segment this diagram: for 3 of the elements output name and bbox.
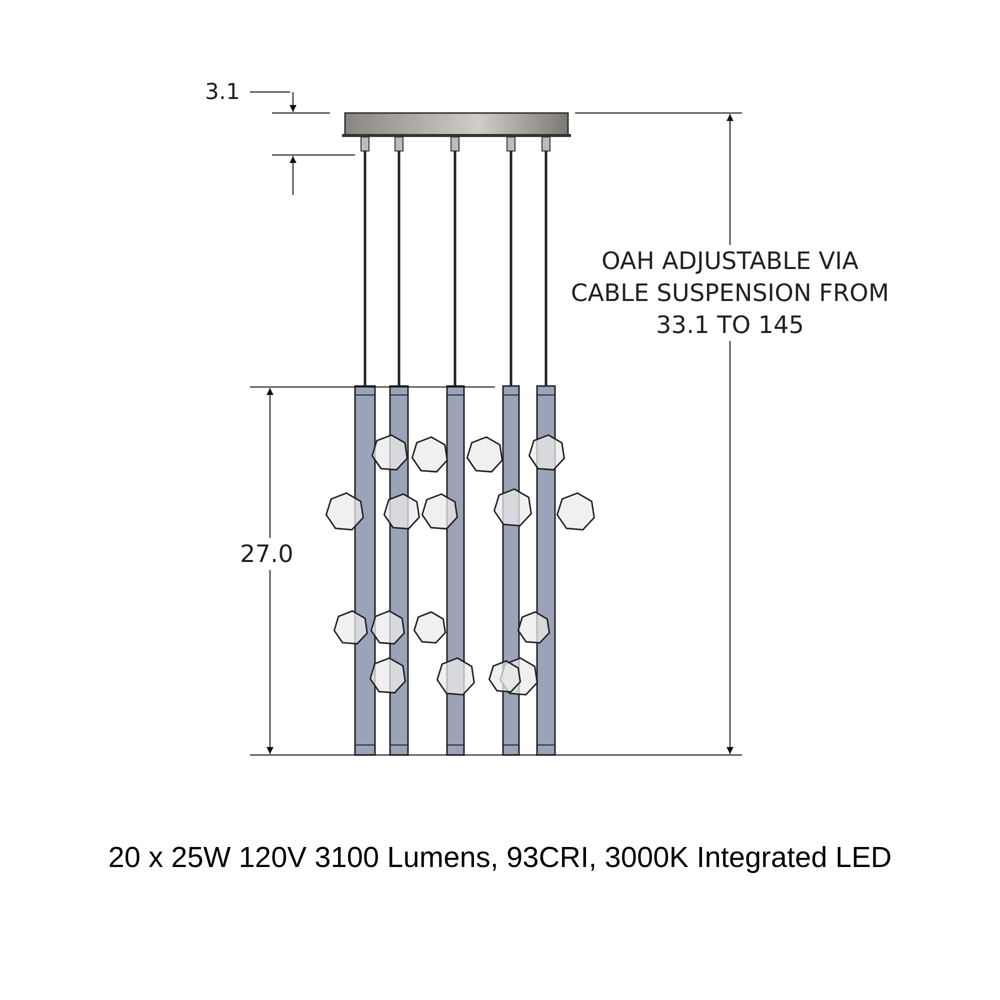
dimension-note: OAH ADJUSTABLE VIA CABLE SUSPENSION FROM 33.1 TO 145 bbox=[570, 245, 890, 341]
caption: 20 x 25W 120V 3100 Lumens, 93CRI, 3000K Integrated LED bbox=[107, 842, 893, 875]
dimension-value: 27.0 bbox=[240, 538, 294, 570]
